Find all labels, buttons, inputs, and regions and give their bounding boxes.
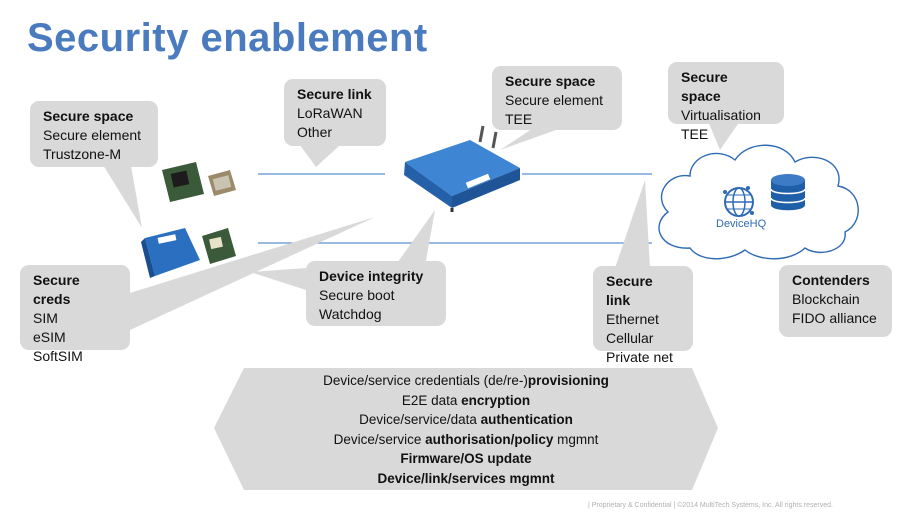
callout-heading: Secure link [297,86,372,102]
callout-line: eSIM [33,329,66,345]
callout-secure-space-gateway: Secure space Secure element TEE [492,66,622,130]
callout-line: FIDO alliance [792,310,877,326]
callout-tail-secure-space-device [100,160,142,228]
callout-secure-space-device: Secure space Secure element Trustzone-M [30,101,158,167]
callout-line: Trustzone-M [43,146,122,162]
callout-tail-secure-link-backhaul [615,180,650,268]
callout-line: Blockchain [792,291,860,307]
callout-tail-device-integrity [250,268,306,290]
gateway-device [404,125,520,212]
security-function-row: E2E data encryption [401,392,531,408]
callout-tail-secure-creds [120,217,375,330]
callout-contenders: Contenders Blockchain FIDO alliance [779,265,892,337]
chip-module-device [208,170,236,196]
globe-icon [723,186,754,217]
devicehq-logo-text: DeviceHQ [716,218,767,230]
callout-line: SoftSIM [33,348,83,364]
callout-line: Secure element [505,92,604,108]
callout-heading: Secure space [681,69,728,104]
callout-heading: Device integrity [319,268,424,284]
callout-secure-space-cloud: Secure space Virtualisation TEE [668,62,784,142]
page-title: Security enablement [27,16,428,60]
callout-secure-link-backhaul: Secure link Ethernet Cellular Private ne… [593,266,693,365]
callout-secure-creds: Secure creds SIM eSIM SoftSIM [20,265,130,364]
callout-device-integrity: Device integrity Secure boot Watchdog [306,261,446,326]
callout-line: Watchdog [319,306,382,322]
security-function-row: Device/service authorisation/policy mgmn… [333,431,599,447]
callout-line: LoRaWAN [297,105,363,121]
callout-line: TEE [505,111,533,127]
database-icon [770,174,806,211]
callout-tail-secure-space-gateway [500,125,570,150]
security-function-row: Device/service credentials (de/re-)provi… [323,373,609,388]
security-function-row: Firmware/OS update [400,451,532,467]
callout-line: SIM [33,310,58,326]
callout-line: Ethernet [606,311,659,327]
callout-line: Secure boot [319,287,395,303]
footer-copyright: | Proprietary & Confidential | ©2014 Mul… [588,502,833,509]
security-function-row: Device/link/services mgmnt [377,470,555,486]
callout-heading: Contenders [792,272,870,288]
callout-heading: Secure space [43,108,134,124]
callout-heading: Secure link [606,273,653,308]
lora-module-device [162,162,204,202]
callout-line: Virtualisation [681,107,761,123]
cloud-shape [658,144,859,260]
callout-line: Private net [606,349,673,365]
security-function-row: Device/service/data authentication [359,412,573,428]
multitech-box-device [141,228,200,278]
callout-tail-secure-space-cloud [708,121,740,150]
callout-heading: Secure space [505,73,596,89]
callout-tail-device-integrity-up [395,210,435,266]
lora-card-device [202,228,236,264]
callout-secure-link-lora: Secure link LoRaWAN Other [284,79,386,146]
security-functions-hexagon [214,368,718,490]
security-functions-list: Device/service credentials (de/re-)provi… [216,371,716,489]
callout-line: Other [297,124,333,140]
callout-line: TEE [681,126,709,142]
callout-line: Secure element [43,127,142,143]
callout-line: Cellular [606,330,654,346]
callout-tail-secure-link-lora [300,145,340,167]
callout-heading: Secure creds [33,272,80,307]
